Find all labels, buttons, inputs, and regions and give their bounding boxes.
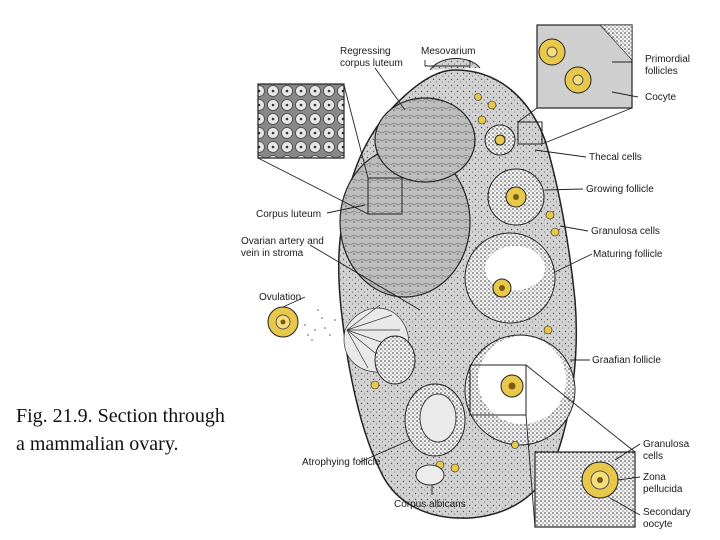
label-primordial-2: follicles xyxy=(645,66,678,77)
label-secondary-1: Secondary xyxy=(643,507,691,518)
label-primordial-1: Primordial xyxy=(645,54,690,65)
label-graafian-follicle: Graafian follicle xyxy=(592,355,661,366)
label-regressing-2: corpus luteum xyxy=(340,58,403,69)
primordial-follicles-group xyxy=(370,93,560,473)
figure-caption: Fig. 21.9. Section through a mammalian o… xyxy=(16,402,286,458)
graafian-inset-box xyxy=(469,364,527,416)
label-zona-2: pellucida xyxy=(643,484,683,495)
label-granulosa-b-1: Granulosa xyxy=(643,439,690,450)
corpus-luteum-inset-box xyxy=(367,177,403,215)
label-secondary-2: oocyte xyxy=(643,519,673,530)
label-ovarian-artery-1: Ovarian artery and xyxy=(241,236,324,247)
label-thecal-cells: Thecal cells xyxy=(589,152,642,163)
label-ovarian-artery-2: vein in stroma xyxy=(241,248,304,259)
label-corpus-luteum: Corpus luteum xyxy=(256,209,321,220)
ovulation-scatter xyxy=(304,309,336,341)
label-corpus-albicans: Corpus albicans xyxy=(394,499,466,510)
caption-line-1: Fig. 21.9. Section through xyxy=(16,405,225,427)
label-zona-1: Zona xyxy=(643,472,666,483)
leader-lines xyxy=(257,60,641,528)
mesovarium-tissue xyxy=(429,58,481,71)
label-growing-follicle: Growing follicle xyxy=(586,184,654,195)
thecal-inset-box xyxy=(517,121,543,145)
label-maturing-follicle: Maturing follicle xyxy=(593,249,663,260)
corpus-albicans-shape xyxy=(415,464,445,486)
label-granulosa-cells: Granulosa cells xyxy=(591,226,660,237)
label-mesovarium: Mesovarium xyxy=(421,46,475,57)
label-regressing-1: Regressing xyxy=(340,46,391,57)
label-ovulation: Ovulation xyxy=(259,292,301,303)
label-cocyte: Cocyte xyxy=(645,92,677,103)
label-granulosa-b-2: cells xyxy=(643,451,663,462)
regressing-corpus-luteum-shape xyxy=(374,97,476,183)
cells-inset xyxy=(257,83,345,159)
label-atrophying-follicle: Atrophying follicle xyxy=(302,457,381,468)
caption-line-2: a mammalian ovary. xyxy=(16,433,179,455)
